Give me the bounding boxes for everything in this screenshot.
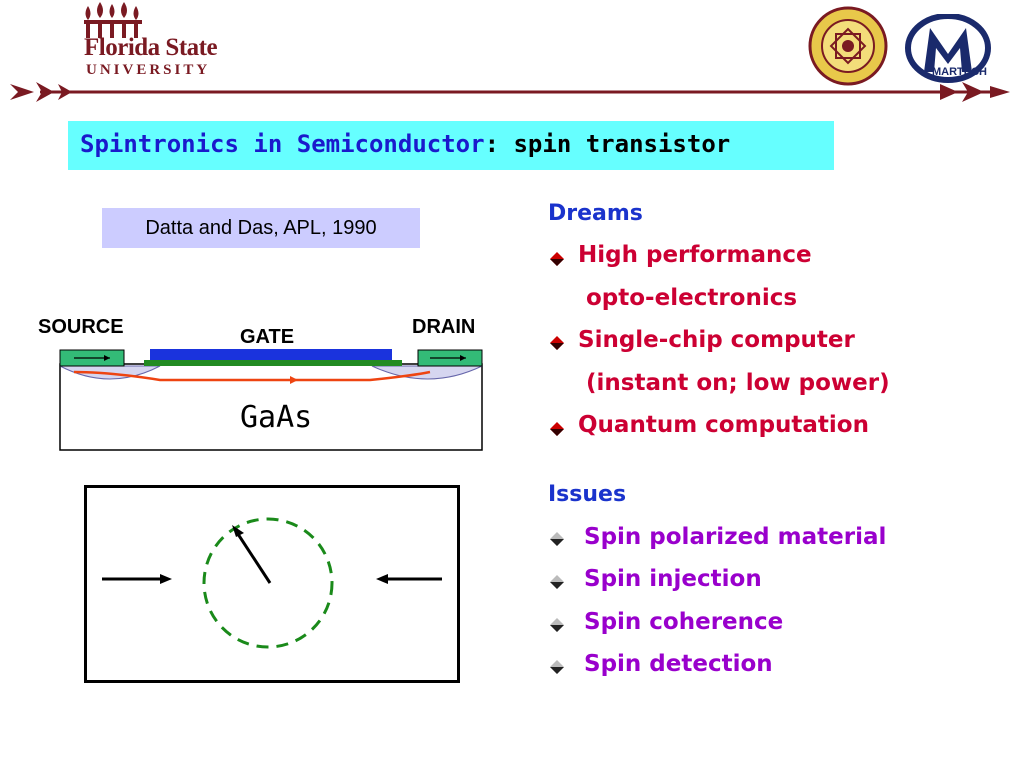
issue-item: Spin coherence: [584, 609, 784, 635]
diamond-bullet-icon: [550, 336, 564, 350]
slide-title: Spintronics in Semiconductor: spin trans…: [80, 130, 730, 158]
spin-vector: [234, 530, 272, 584]
gaas-label: GaAs: [240, 400, 313, 435]
gate-oxide: [144, 360, 402, 366]
spin-precession-box: [84, 485, 460, 683]
issue-item: Spin detection: [584, 651, 773, 677]
dreams-heading: Dreams: [548, 201, 643, 226]
spin-transistor-diagram: [59, 349, 483, 451]
dream-item-continued: (instant on; low power): [586, 370, 890, 396]
title-box: [68, 121, 834, 170]
martech-logo: [905, 14, 991, 83]
citation-box: Datta and Das, APL, 1990: [102, 208, 420, 248]
dream-item-continued: opto-electronics: [586, 285, 798, 311]
martech-label: MARTECH: [932, 66, 987, 78]
issue-item: Spin polarized material: [584, 524, 887, 550]
fsu-name: Florida State: [84, 34, 218, 61]
title-part2: : spin transistor: [484, 130, 731, 158]
precession-circle: [202, 517, 334, 649]
physics-seal-logo: [808, 6, 888, 86]
diamond-bullet-icon: [550, 252, 564, 266]
title-part1: Spintronics in Semiconductor: [80, 130, 485, 158]
diamond-bullet-icon: [550, 660, 564, 674]
gate-electrode: [150, 349, 392, 360]
dream-item: High performance: [578, 242, 812, 268]
drain-label: DRAIN: [412, 316, 476, 338]
diamond-bullet-icon: [550, 422, 564, 436]
dream-item: Quantum computation: [578, 412, 869, 438]
diamond-bullet-icon: [550, 532, 564, 546]
source-label: SOURCE: [38, 316, 124, 338]
electron-path: [73, 370, 431, 382]
fsu-logo: [84, 2, 142, 38]
spin-precession-diagram: [102, 517, 442, 649]
issue-item: Spin injection: [584, 566, 762, 592]
fsu-university: UNIVERSITY: [86, 62, 211, 78]
gate-label: GATE: [240, 326, 295, 348]
diamond-bullet-icon: [550, 618, 564, 632]
issues-heading: Issues: [548, 482, 627, 507]
header-arrow-line: [10, 82, 1010, 102]
dream-item: Single-chip computer: [578, 327, 855, 353]
diamond-bullet-icon: [550, 575, 564, 589]
